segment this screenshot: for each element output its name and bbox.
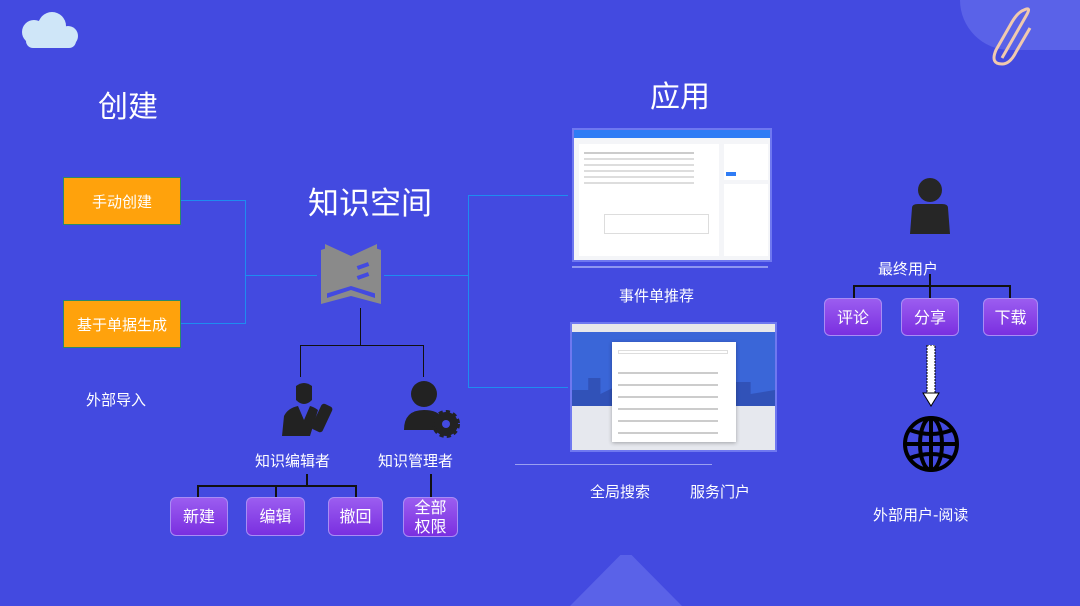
action-all-permissions: 全部权限 <box>403 497 458 537</box>
action-download: 下载 <box>983 298 1038 336</box>
action-edit: 编辑 <box>246 497 305 536</box>
apply-title: 应用 <box>650 80 710 115</box>
cloud-icon <box>12 8 82 50</box>
connector <box>430 474 432 497</box>
mountain-shape <box>570 555 682 606</box>
manual-create-box: 手动创建 <box>63 177 181 225</box>
action-withdraw: 撤回 <box>328 497 383 536</box>
ticket-recommend-screenshot <box>572 128 772 262</box>
connector <box>181 323 245 324</box>
connector <box>300 345 301 377</box>
ticket-recommend-label: 事件单推荐 <box>619 287 695 305</box>
action-comment: 评论 <box>824 298 882 336</box>
down-arrow-icon <box>922 344 940 411</box>
connector <box>245 275 317 276</box>
editor-label: 知识编辑者 <box>255 452 331 470</box>
connector <box>853 285 855 299</box>
divider <box>515 464 712 465</box>
global-search-label: 全局搜索 <box>590 483 651 501</box>
connector <box>468 387 568 388</box>
connector <box>360 308 361 345</box>
connector <box>245 200 246 324</box>
connector <box>306 474 308 486</box>
end-user-label: 最终用户 <box>878 260 939 278</box>
connector <box>929 285 931 299</box>
paperclip-icon <box>990 4 1040 72</box>
connector <box>355 485 357 497</box>
connector <box>197 485 357 487</box>
admin-icon <box>402 380 460 442</box>
connector <box>468 195 469 387</box>
from-ticket-box: 基于单据生成 <box>63 300 181 348</box>
connector <box>468 195 568 196</box>
user-icon <box>908 178 952 238</box>
book-icon <box>315 240 387 312</box>
external-import-label: 外部导入 <box>86 391 147 409</box>
editor-icon <box>280 380 336 442</box>
globe-icon <box>901 414 961 478</box>
connector <box>300 345 424 346</box>
search-portal-screenshot <box>570 322 777 452</box>
connector <box>384 275 468 276</box>
connector <box>275 485 277 497</box>
connector <box>181 200 245 201</box>
connector <box>853 285 1011 287</box>
admin-label: 知识管理者 <box>378 452 454 470</box>
connector <box>423 345 424 377</box>
knowledge-space-title: 知识空间 <box>308 186 432 222</box>
divider <box>572 266 768 268</box>
create-title: 创建 <box>98 90 158 125</box>
connector <box>197 485 199 497</box>
external-user-label: 外部用户-阅读 <box>873 506 969 524</box>
connector <box>1009 285 1011 299</box>
service-portal-label: 服务门户 <box>690 483 751 501</box>
action-share: 分享 <box>901 298 959 336</box>
action-new: 新建 <box>170 497 228 536</box>
